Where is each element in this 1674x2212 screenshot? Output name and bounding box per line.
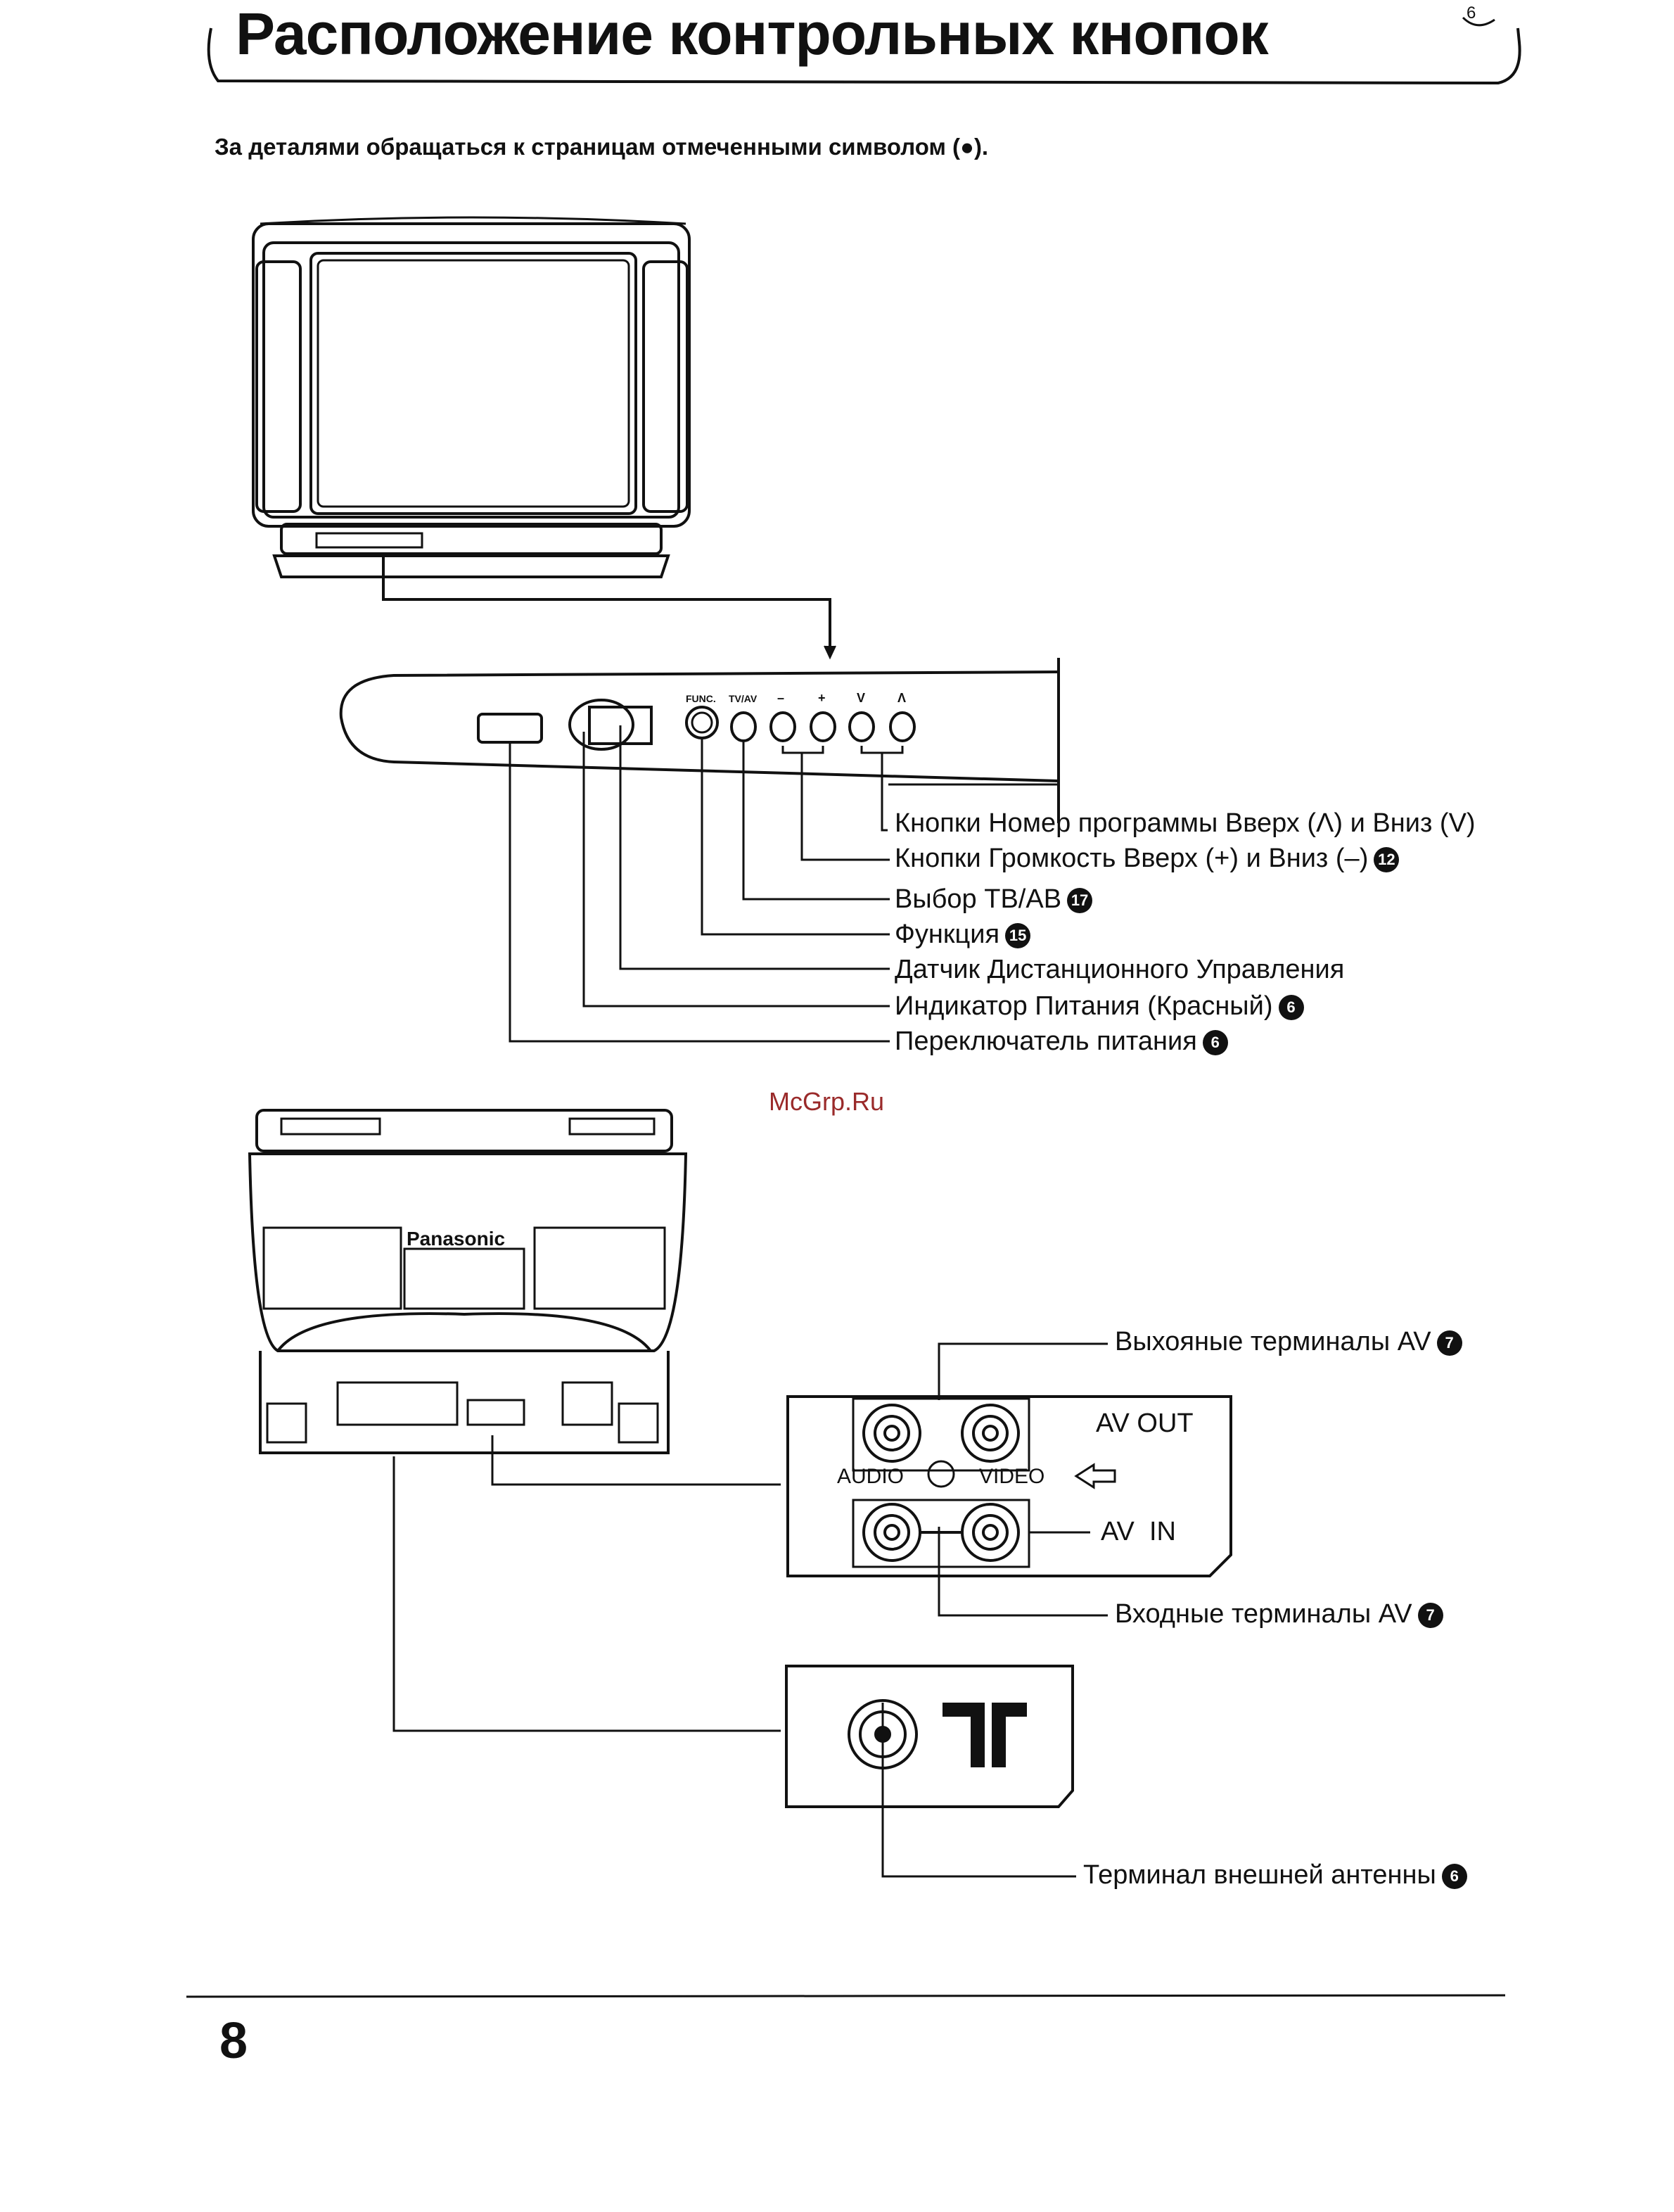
page-title: Расположение контрольных кнопок [236,1,1269,67]
tv-rear-illustration [248,1109,688,1454]
func-mark: FUNC. [686,693,716,704]
av-in-label: AV IN [1101,1517,1176,1546]
brand-logo: Panasonic [407,1228,506,1250]
label-volume-buttons: Кнопки Громкость Вверх (+) и Вниз (–)12 [895,843,1400,874]
tvav-mark: TV/AV [729,693,758,704]
ref-badge: 6 [1441,1863,1467,1889]
antenna-terminal-box [785,1665,1074,1808]
tv-front-illustration [252,216,691,578]
prog-up-mark: Λ [897,691,907,705]
ref-badge: 7 [1417,1602,1443,1628]
video-label: VIDEO [979,1465,1045,1488]
corner-mark-bracket [1462,16,1495,27]
ref-badge: 7 [1436,1330,1462,1356]
intro-text: За деталями обращаться к страницам отмеч… [215,134,989,160]
label-power-indicator: Индикатор Питания (Красный)6 [895,991,1304,1022]
av-terminal-box [786,1395,1232,1577]
header-frame [207,27,1521,85]
page-number: 8 [219,2013,248,2069]
vol-down-mark: – [777,691,785,705]
ref-badge: 6 [1278,994,1304,1020]
vol-up-mark: + [818,691,826,705]
prog-down-mark: V [857,691,866,705]
watermark: McGrp.Ru [769,1087,885,1116]
front-leader-lines [509,725,1059,1043]
control-panel-illustration [339,658,1060,823]
av-out-label: AV OUT [1096,1409,1194,1438]
ref-badge: 12 [1374,846,1400,872]
ref-badge: 6 [1202,1029,1228,1055]
ref-badge: 15 [1005,922,1031,948]
ref-badge: 17 [1067,887,1093,913]
footer-rule [186,1994,1506,1998]
audio-label: AUDIO [837,1465,905,1488]
corner-mark: 6 [1467,4,1476,23]
connector-line [382,556,831,654]
rear-leader-lines [392,1342,1108,1878]
label-program-buttons: Кнопки Номер программы Вверх (Λ) и Вниз … [895,808,1476,838]
label-remote-sensor: Датчик Дистанционного Управления [895,955,1345,984]
antenna-symbol-icon [943,1703,1027,1767]
